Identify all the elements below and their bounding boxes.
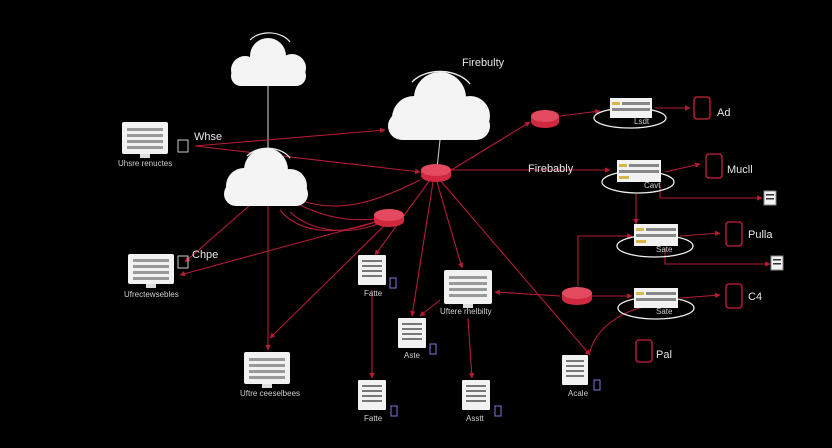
label-pal: Pal	[656, 349, 672, 361]
link-srv4-c4	[679, 292, 721, 299]
label-hub: Uftere rhelbilty	[440, 307, 492, 316]
node-icon	[562, 355, 601, 391]
label-srv-1: Lsdt	[634, 117, 650, 126]
server-rack-icon	[601, 160, 675, 194]
server-rack-icon	[617, 288, 695, 320]
link-srv3-doc2	[664, 248, 771, 267]
link-srv3-pulla	[679, 230, 721, 237]
link-srv4-node5	[589, 305, 651, 353]
node-icon	[358, 255, 397, 289]
link-cloud2-router-d	[279, 209, 376, 232]
cloud-icon	[388, 70, 490, 140]
phone-icon	[635, 339, 653, 363]
link-router-node5	[439, 179, 591, 356]
server-rack-icon	[593, 98, 667, 129]
label-srv-2: Cavt	[644, 181, 661, 190]
label-client-b: Ufrectewsebles	[124, 290, 179, 299]
link-router2-client-c	[269, 224, 386, 339]
label-srv-4: Sate	[656, 307, 673, 316]
document-icon	[177, 255, 189, 269]
label-node-2: Aste	[404, 351, 421, 360]
label-node-5: Acale	[568, 389, 589, 398]
link-hub-node2	[419, 299, 441, 317]
phone-icon	[693, 96, 711, 120]
link-router-node2	[410, 181, 434, 317]
link-router-router-top	[447, 121, 531, 173]
label-node-1: Fatte	[364, 289, 383, 298]
router-icon	[562, 287, 592, 305]
link-hub-node4	[467, 317, 475, 379]
node-icon	[462, 380, 502, 417]
label-firewall-top: Firebulty	[462, 57, 505, 69]
link-cloud2-router-c	[289, 211, 381, 231]
node-icon	[398, 318, 437, 355]
monitor-icon	[122, 122, 168, 158]
label-firewall-mid: Firebably	[528, 163, 574, 175]
cloud-icon	[231, 32, 306, 86]
label-cupe: Chpe	[192, 249, 218, 261]
label-pulla: Pulla	[748, 229, 773, 241]
router-icon	[531, 110, 559, 128]
node-icon	[358, 380, 398, 417]
link-router3-hub	[494, 289, 561, 297]
link-router2-client-b	[179, 221, 376, 277]
document-icon	[763, 190, 777, 206]
links	[179, 86, 771, 379]
phone-icon	[725, 283, 743, 309]
link-router-top-srv1	[559, 108, 601, 117]
label-node-4: Asstt	[466, 414, 485, 423]
label-c4: C4	[748, 291, 762, 303]
link-srv2-doc1	[659, 185, 763, 201]
label-client-c: Uftre ceeselbees	[240, 389, 300, 398]
monitor-icon	[444, 270, 492, 308]
label-client-a: Uhsre renuctes	[118, 159, 172, 168]
link-router3-srv3	[577, 233, 633, 286]
router-icon	[421, 164, 451, 182]
cloud-icon	[224, 147, 308, 206]
link-cloud2-router-b	[299, 204, 386, 221]
link-whse-cloud3	[194, 127, 386, 147]
label-node-3: Fatte	[364, 414, 383, 423]
phone-icon	[705, 153, 723, 179]
link-whse-router-main	[194, 145, 421, 175]
document-icon	[770, 255, 784, 271]
label-whse: Whse	[194, 131, 222, 143]
link-srv2-mucll	[664, 162, 701, 173]
monitor-icon	[244, 352, 290, 388]
link-cloud2-cupe	[184, 204, 251, 263]
label-mucll: Mucll	[727, 164, 753, 176]
server-rack-icon	[616, 224, 694, 258]
router-icon	[374, 209, 404, 227]
phone-icon	[725, 221, 743, 247]
link-router-hub	[436, 181, 464, 269]
monitor-icon	[128, 254, 174, 288]
label-ad: Ad	[717, 107, 730, 119]
document-icon	[177, 139, 189, 153]
link-cloud3-router	[436, 139, 441, 169]
label-srv-3: Sate	[656, 245, 673, 254]
link-cloud2-router-a	[299, 179, 421, 207]
